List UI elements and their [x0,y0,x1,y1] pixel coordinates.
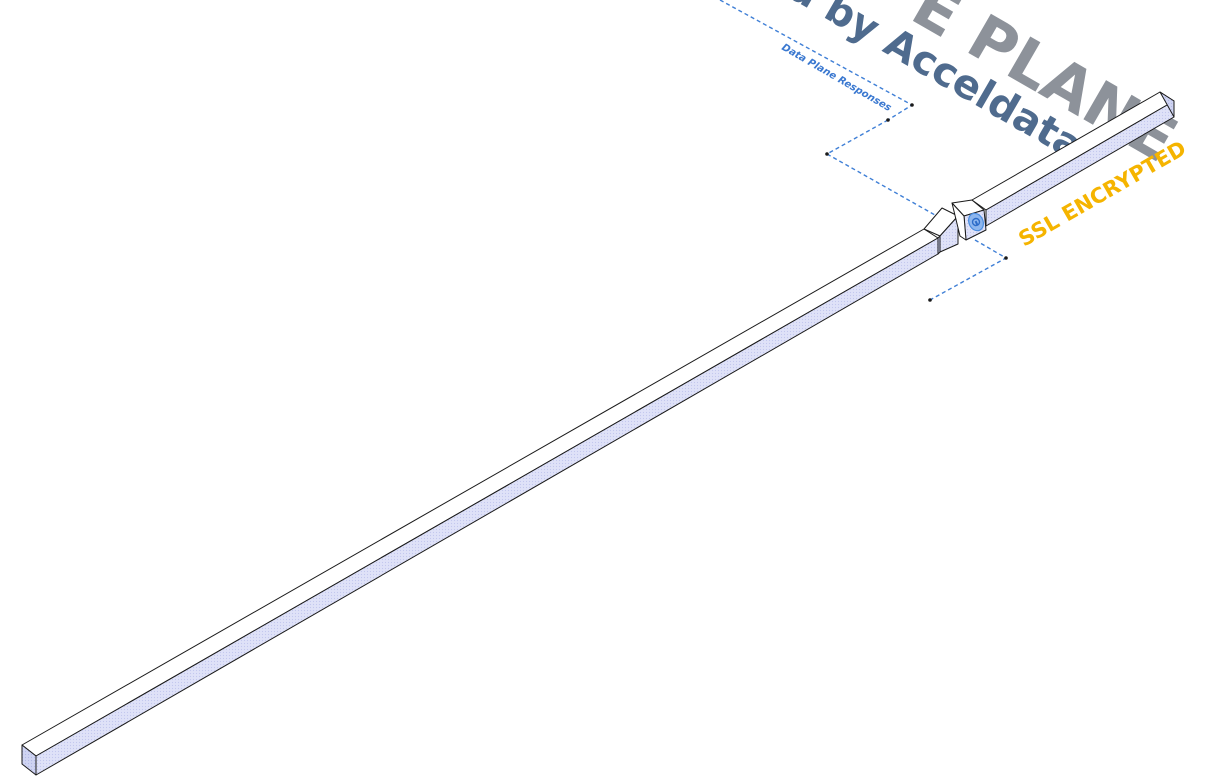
long-beam [21,228,939,776]
beam-side-face [35,237,939,776]
beam-top-face [21,228,939,757]
responses-connector-nodes [825,103,914,156]
beam-end-face [21,744,37,776]
short-beam [971,91,1175,227]
connector-block-left [923,207,959,255]
short-beam-end-face [1159,91,1175,118]
lock-icon [968,212,984,232]
request-connector-nodes [928,256,1008,302]
